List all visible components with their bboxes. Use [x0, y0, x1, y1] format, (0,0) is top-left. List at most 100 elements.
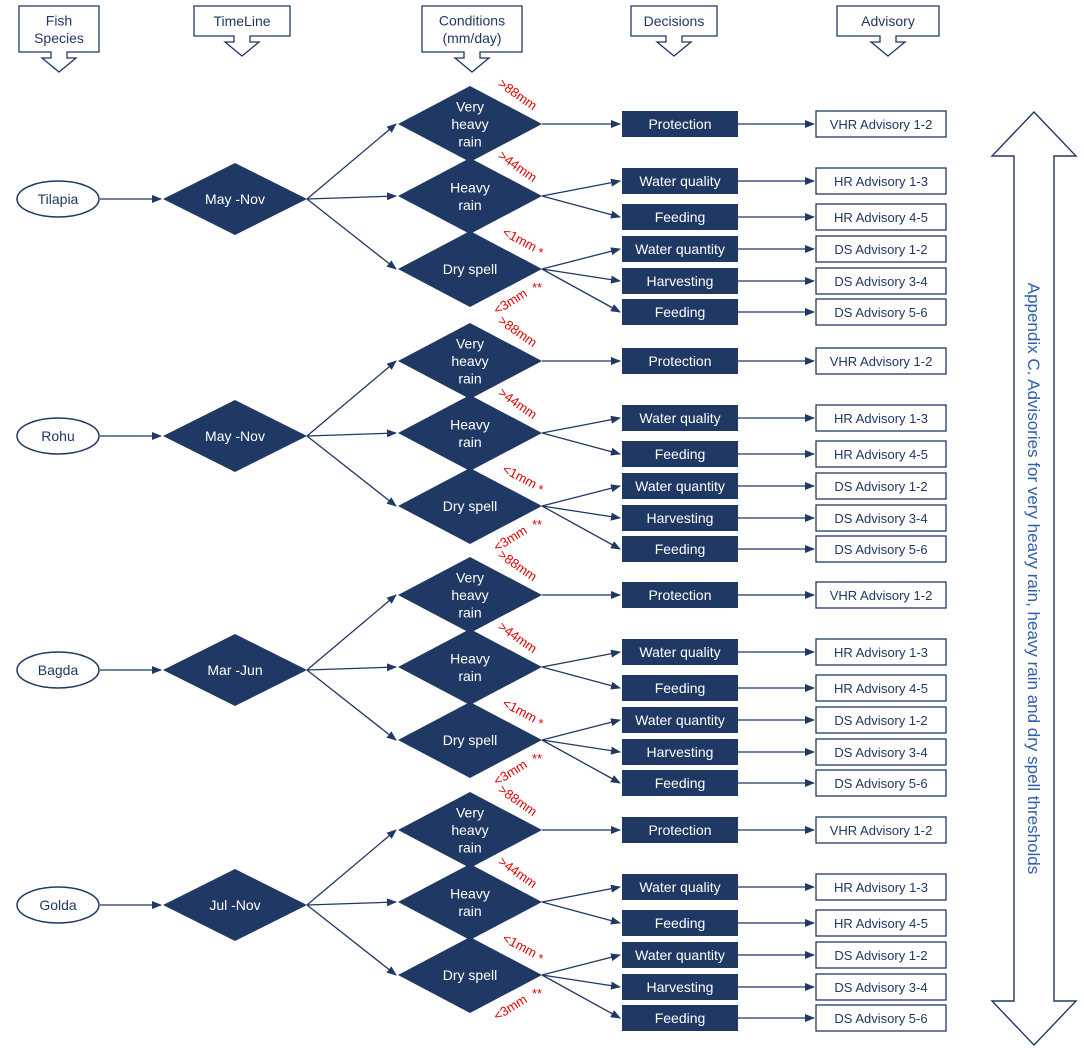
- advisory-box-hr1: [815, 873, 947, 901]
- condition-to-decision-arrow: [541, 484, 621, 507]
- double-arrow-shape: [990, 110, 1078, 1047]
- header-label: Advisory: [861, 13, 915, 29]
- species-ellipse: [16, 417, 100, 455]
- condition-diamond-ds: [398, 937, 542, 1013]
- timeline-diamond: [163, 400, 307, 472]
- species-name: Bagda: [38, 662, 79, 678]
- threshold-ds2-mark: **: [532, 751, 542, 766]
- condition-diamond-hr: [398, 864, 542, 940]
- advisory-label-vhr: VHR Advisory 1-2: [830, 354, 933, 369]
- advisory-box-vhr: [815, 110, 947, 138]
- decision-box-water_quality: [622, 874, 738, 900]
- threshold-ds1: <1mm: [500, 461, 539, 491]
- decision-box-water_quality: [622, 639, 738, 665]
- header-callout-shape: [18, 5, 100, 73]
- header-callout-shape: [193, 5, 291, 57]
- condition-diamond-hr: [398, 158, 542, 234]
- decision-label-harvesting: Harvesting: [647, 979, 714, 995]
- condition-label-ds: Dry spell: [443, 498, 497, 514]
- advisory-label-hr1: HR Advisory 1-3: [834, 411, 928, 426]
- threshold-ds1-mark: *: [538, 716, 543, 731]
- advisory-label-ds1: DS Advisory 1-2: [834, 948, 927, 963]
- condition-to-decision-arrow: [541, 178, 621, 197]
- timeline-diamond: [163, 869, 307, 941]
- condition-to-decision-arrow: [541, 666, 621, 690]
- species-name: Tilapia: [38, 191, 79, 207]
- advisory-label-ds2: DS Advisory 3-4: [834, 511, 927, 526]
- condition-to-decision-arrow: [541, 718, 621, 741]
- decision-box-feeding: [622, 675, 738, 701]
- condition-to-decision-arrow: [541, 505, 621, 521]
- advisory-box-hr1: [815, 404, 947, 432]
- condition-to-decision-arrow: [541, 884, 621, 903]
- header-label: Decisions: [644, 13, 705, 29]
- threshold-ds1: <1mm: [500, 930, 539, 960]
- timeline-to-condition-arrow: [306, 123, 397, 200]
- advisory-label-ds3: DS Advisory 5-6: [834, 1011, 927, 1026]
- condition-to-decision-arrow: [541, 505, 621, 550]
- timeline-diamond: [163, 163, 307, 235]
- condition-diamond-hr: [398, 629, 542, 705]
- species-ellipse: [16, 651, 100, 689]
- timeline-to-condition-arrow: [306, 429, 397, 438]
- condition-diamond-vhr: [398, 323, 542, 399]
- advisory-label-ds2: DS Advisory 3-4: [834, 274, 927, 289]
- threshold-ds2-mark: **: [532, 517, 542, 532]
- advisory-box-hr2: [815, 674, 947, 702]
- condition-diamond-hr: [398, 395, 542, 471]
- header-callout-shape: [836, 5, 940, 57]
- decision-box-feeding: [622, 1005, 738, 1031]
- advisory-box-hr2: [815, 909, 947, 937]
- decision-label-harvesting: Harvesting: [647, 510, 714, 526]
- advisory-label-hr1: HR Advisory 1-3: [834, 880, 928, 895]
- decision-box-harvesting: [622, 974, 738, 1000]
- timeline-label: Jul -Nov: [209, 897, 260, 913]
- header-label: TimeLine: [213, 13, 270, 29]
- species-name: Rohu: [41, 428, 74, 444]
- header-1: TimeLine: [193, 5, 291, 57]
- species-ellipse: [16, 886, 100, 924]
- advisory-box-ds2: [815, 738, 947, 766]
- advisory-box-ds3: [815, 769, 947, 797]
- threshold-ds1-mark: *: [538, 245, 543, 260]
- header-label: Conditions(mm/day): [439, 12, 505, 46]
- decision-label-protection: Protection: [648, 353, 711, 369]
- advisory-box-hr2: [815, 440, 947, 468]
- advisory-label-ds3: DS Advisory 5-6: [834, 305, 927, 320]
- decision-box-protection: [622, 111, 738, 137]
- decision-box-feeding: [622, 536, 738, 562]
- advisory-label-ds2: DS Advisory 3-4: [834, 745, 927, 760]
- advisory-label-hr1: HR Advisory 1-3: [834, 174, 928, 189]
- advisory-box-hr1: [815, 638, 947, 666]
- decision-label-protection: Protection: [648, 116, 711, 132]
- condition-diamond-vhr: [398, 792, 542, 868]
- header-callout-shape: [421, 5, 523, 73]
- timeline-label: May -Nov: [205, 428, 265, 444]
- timeline-to-condition-arrow: [306, 435, 397, 507]
- condition-label-ds: Dry spell: [443, 261, 497, 277]
- decision-label-water_quality: Water quality: [639, 173, 720, 189]
- threshold-ds1-mark: *: [538, 951, 543, 966]
- decision-label-protection: Protection: [648, 822, 711, 838]
- timeline-to-condition-arrow: [306, 829, 397, 906]
- advisory-box-ds1: [815, 235, 947, 263]
- advisory-label-vhr: VHR Advisory 1-2: [830, 823, 933, 838]
- advisory-box-vhr: [815, 816, 947, 844]
- header-4: Advisory: [836, 5, 940, 57]
- condition-diamond-ds: [398, 231, 542, 307]
- decision-label-water_quantity: Water quantity: [635, 478, 725, 494]
- condition-to-decision-arrow: [541, 195, 621, 219]
- condition-to-decision-arrow: [541, 901, 621, 925]
- decision-box-water_quality: [622, 168, 738, 194]
- advisory-box-ds2: [815, 504, 947, 532]
- threshold-ds2-mark: **: [532, 280, 542, 295]
- decision-box-water_quantity: [622, 236, 738, 262]
- condition-to-decision-arrow: [541, 247, 621, 270]
